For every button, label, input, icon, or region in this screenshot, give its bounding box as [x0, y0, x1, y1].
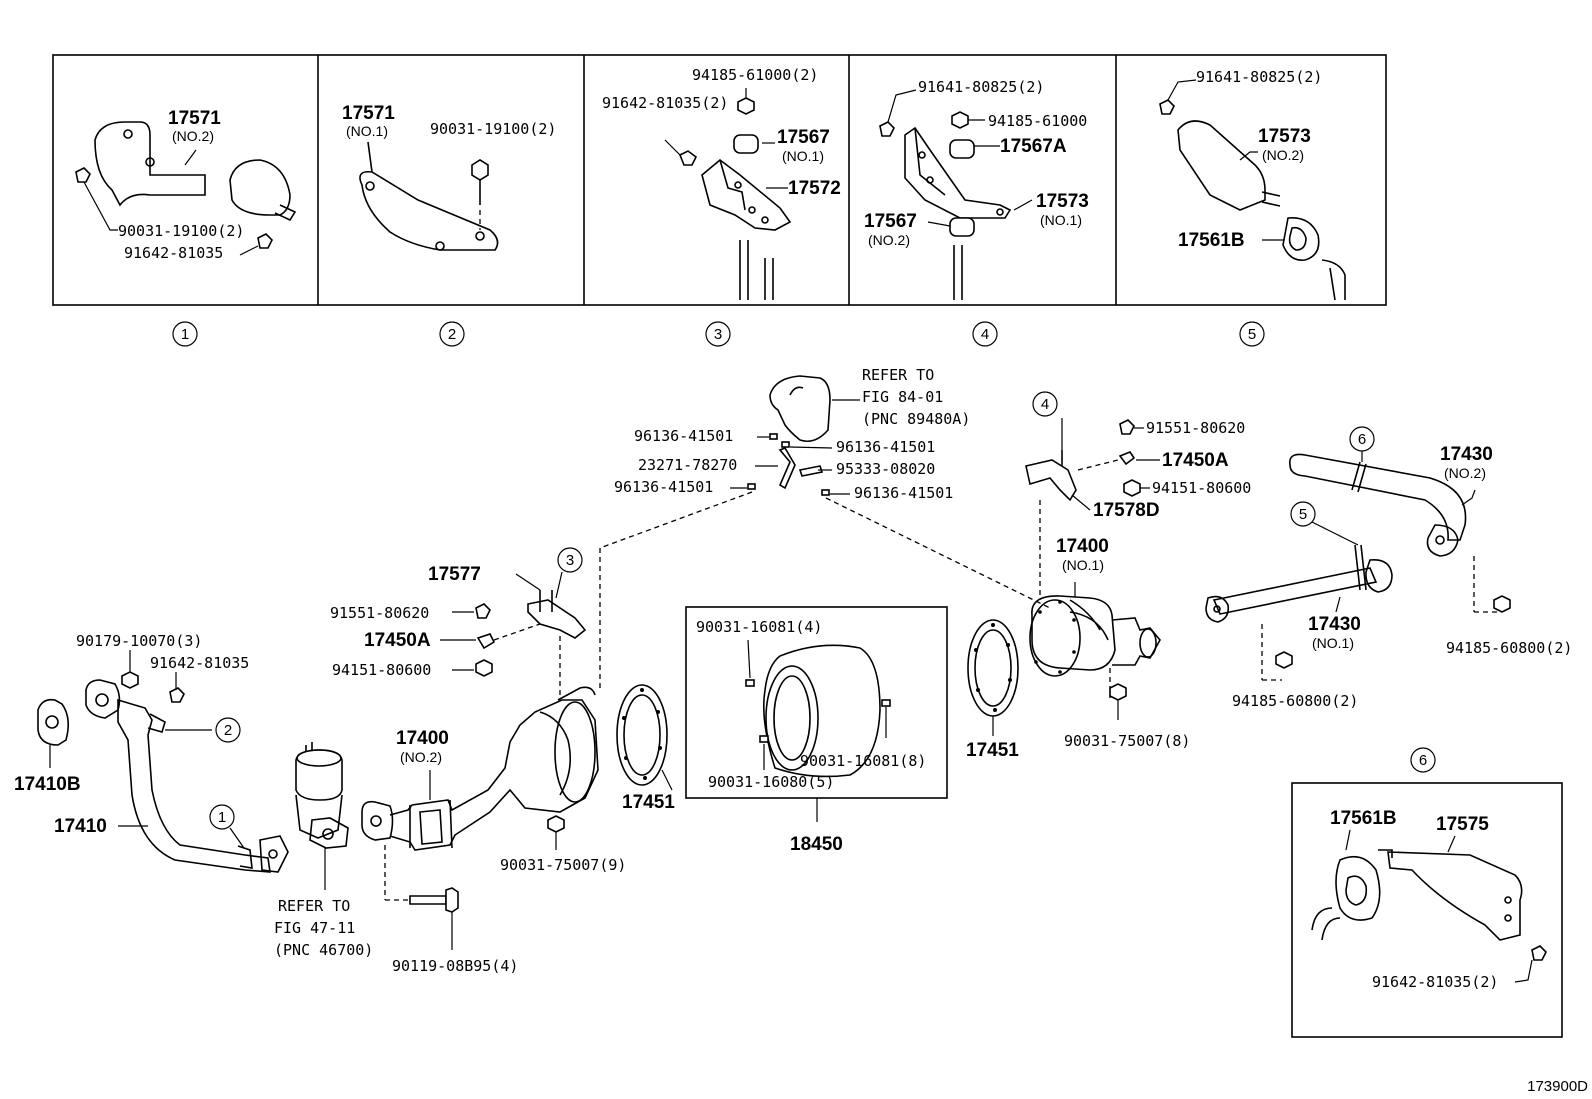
- callout-3: 3: [566, 552, 574, 569]
- detail-panel-5: 91641-80825(2) 17573 (NO.2) 17561B: [1159, 68, 1346, 301]
- bolt-91551-label: 91551-80620: [1146, 419, 1245, 437]
- pnc-17561b-label: 17561B: [1330, 808, 1397, 829]
- clip-96136-label: 96136-41501: [854, 484, 953, 502]
- callout-1: 1: [181, 326, 189, 343]
- hose-23271-label: 23271-78270: [638, 456, 737, 474]
- nut-94185-label: 94185-61000: [988, 112, 1087, 130]
- pnc-17410-label: 17410: [54, 816, 107, 837]
- nut-90179-label: 90179-10070(3): [76, 632, 202, 650]
- kit-18450-box: 90031-16081(4) 90031-16081(8) 90031-1608…: [685, 606, 948, 855]
- clip-96136-label: 96136-41501: [836, 438, 935, 456]
- pnc-17451-label: 17451: [966, 740, 1019, 761]
- nut-90031-label: 90031-75007(9): [500, 856, 626, 874]
- detail-6-box: 6 17561B 17575 91642-81035(2): [1291, 747, 1563, 1038]
- nut-94151-label: 94151-80600: [1152, 479, 1251, 497]
- kit-pin-90031-label: 90031-16081(8): [800, 752, 926, 770]
- refer-fig84-line2: FIG 84-01: [862, 388, 943, 406]
- pnc-17575-label: 17575: [1436, 814, 1489, 835]
- refer-fig47-line3: (PNC 46700): [274, 941, 373, 959]
- no2-label: (NO.2): [400, 749, 442, 765]
- nut-94185-label: 94185-60800(2): [1232, 692, 1358, 710]
- pnc-17572-label: 17572: [788, 178, 841, 199]
- bolt-91641-label: 91641-80825(2): [1196, 68, 1322, 86]
- no2-label: (NO.2): [1444, 465, 1486, 481]
- pnc-18450-label: 18450: [790, 834, 843, 855]
- pnc-17450a-label: 17450A: [1162, 450, 1229, 471]
- no2-label: (NO.2): [868, 232, 910, 248]
- kit-pin-90031-label: 90031-16080(5): [708, 773, 834, 791]
- callout-1: 1: [218, 809, 226, 826]
- detail-panel-1: 17571 (NO.2) 90031-19100(2) 91642-81035: [75, 108, 297, 262]
- bolt-91642-label: 91642-81035(2): [602, 94, 728, 112]
- no1-label: (NO.1): [1040, 212, 1082, 228]
- detail-panels-row: 17571 (NO.2) 90031-19100(2) 91642-81035 …: [52, 54, 1387, 347]
- bolt-90119-label: 90119-08B95(4): [392, 957, 518, 975]
- callout-6: 6: [1358, 431, 1366, 448]
- no1-label: (NO.1): [346, 123, 388, 139]
- bolt-91551-label: 91551-80620: [330, 604, 429, 622]
- pnc-17573-label: 17573: [1036, 191, 1089, 212]
- bolt-90031-label: 90031-19100(2): [430, 120, 556, 138]
- nut-91642-label: 91642-81035: [124, 244, 223, 262]
- callout-3: 3: [714, 326, 722, 343]
- detail-panel-4: 91641-80825(2) 94185-61000 17567A 17573 …: [864, 78, 1089, 300]
- no1-label: (NO.1): [1312, 635, 1354, 651]
- bolt-91642-label: 91642-81035(2): [1372, 973, 1498, 991]
- diagram-code: 173900D: [1527, 1078, 1588, 1095]
- pnc-17451-label: 17451: [622, 792, 675, 813]
- refer-fig84-line1: REFER TO: [862, 366, 934, 384]
- refer-fig47-line1: REFER TO: [278, 897, 350, 915]
- main-assembly: REFER TO FIG 84-01 (PNC 89480A) 96136-41…: [14, 366, 1572, 1038]
- detail-panels-frame: [52, 54, 1387, 306]
- pnc-17573-label: 17573: [1258, 126, 1311, 147]
- callout-2: 2: [224, 722, 232, 739]
- kit-pin-90031-label: 90031-16081(4): [696, 618, 822, 636]
- hose-95333-label: 95333-08020: [836, 460, 935, 478]
- no1-label: (NO.1): [1062, 557, 1104, 573]
- pnc-17430-label: 17430: [1308, 614, 1361, 635]
- pnc-17578d-label: 17578D: [1093, 500, 1160, 521]
- pnc-17571-label: 17571: [168, 108, 221, 129]
- pnc-17567-label: 17567: [864, 211, 917, 232]
- refer-fig84-line3: (PNC 89480A): [862, 410, 970, 428]
- no2-label: (NO.2): [172, 128, 214, 144]
- no2-label: (NO.2): [1262, 147, 1304, 163]
- clip-96136-label: 96136-41501: [634, 427, 733, 445]
- detail-panel-2: 17571 (NO.1) 90031-19100(2): [342, 103, 556, 251]
- nut-94185-label: 94185-61000(2): [692, 66, 818, 84]
- pnc-17400-label: 17400: [396, 728, 449, 749]
- pnc-17567-label: 17567: [777, 127, 830, 148]
- pnc-17400-label: 17400: [1056, 536, 1109, 557]
- refer-fig47-line2: FIG 47-11: [274, 919, 355, 937]
- detail-panel-3: 94185-61000(2) 91642-81035(2) 17567 (NO.…: [602, 66, 841, 300]
- pnc-17571-label: 17571: [342, 103, 395, 124]
- pnc-17430-label: 17430: [1440, 444, 1493, 465]
- callout-5: 5: [1299, 506, 1307, 523]
- nut-94185-label: 94185-60800(2): [1446, 639, 1572, 657]
- callout-5: 5: [1248, 326, 1256, 343]
- bolt-90031-label: 90031-19100(2): [118, 222, 244, 240]
- pnc-17450a-label: 17450A: [364, 630, 431, 651]
- bolt-91641-label: 91641-80825(2): [918, 78, 1044, 96]
- no1-label: (NO.1): [782, 148, 824, 164]
- pnc-17410b-label: 17410B: [14, 774, 81, 795]
- callout-4: 4: [1041, 396, 1049, 413]
- panel-callouts: 1 2 3 4 5: [172, 321, 1265, 347]
- callout-6: 6: [1419, 752, 1427, 769]
- callout-4: 4: [981, 326, 989, 343]
- nut-90031-label: 90031-75007(8): [1064, 732, 1190, 750]
- pnc-17567a-label: 17567A: [1000, 136, 1067, 157]
- nut-91642-label: 91642-81035: [150, 654, 249, 672]
- pnc-17561b-label: 17561B: [1178, 230, 1245, 251]
- pnc-17577-label: 17577: [428, 564, 481, 585]
- nut-94151-label: 94151-80600: [332, 661, 431, 679]
- clip-96136-label: 96136-41501: [614, 478, 713, 496]
- callout-2: 2: [448, 326, 456, 343]
